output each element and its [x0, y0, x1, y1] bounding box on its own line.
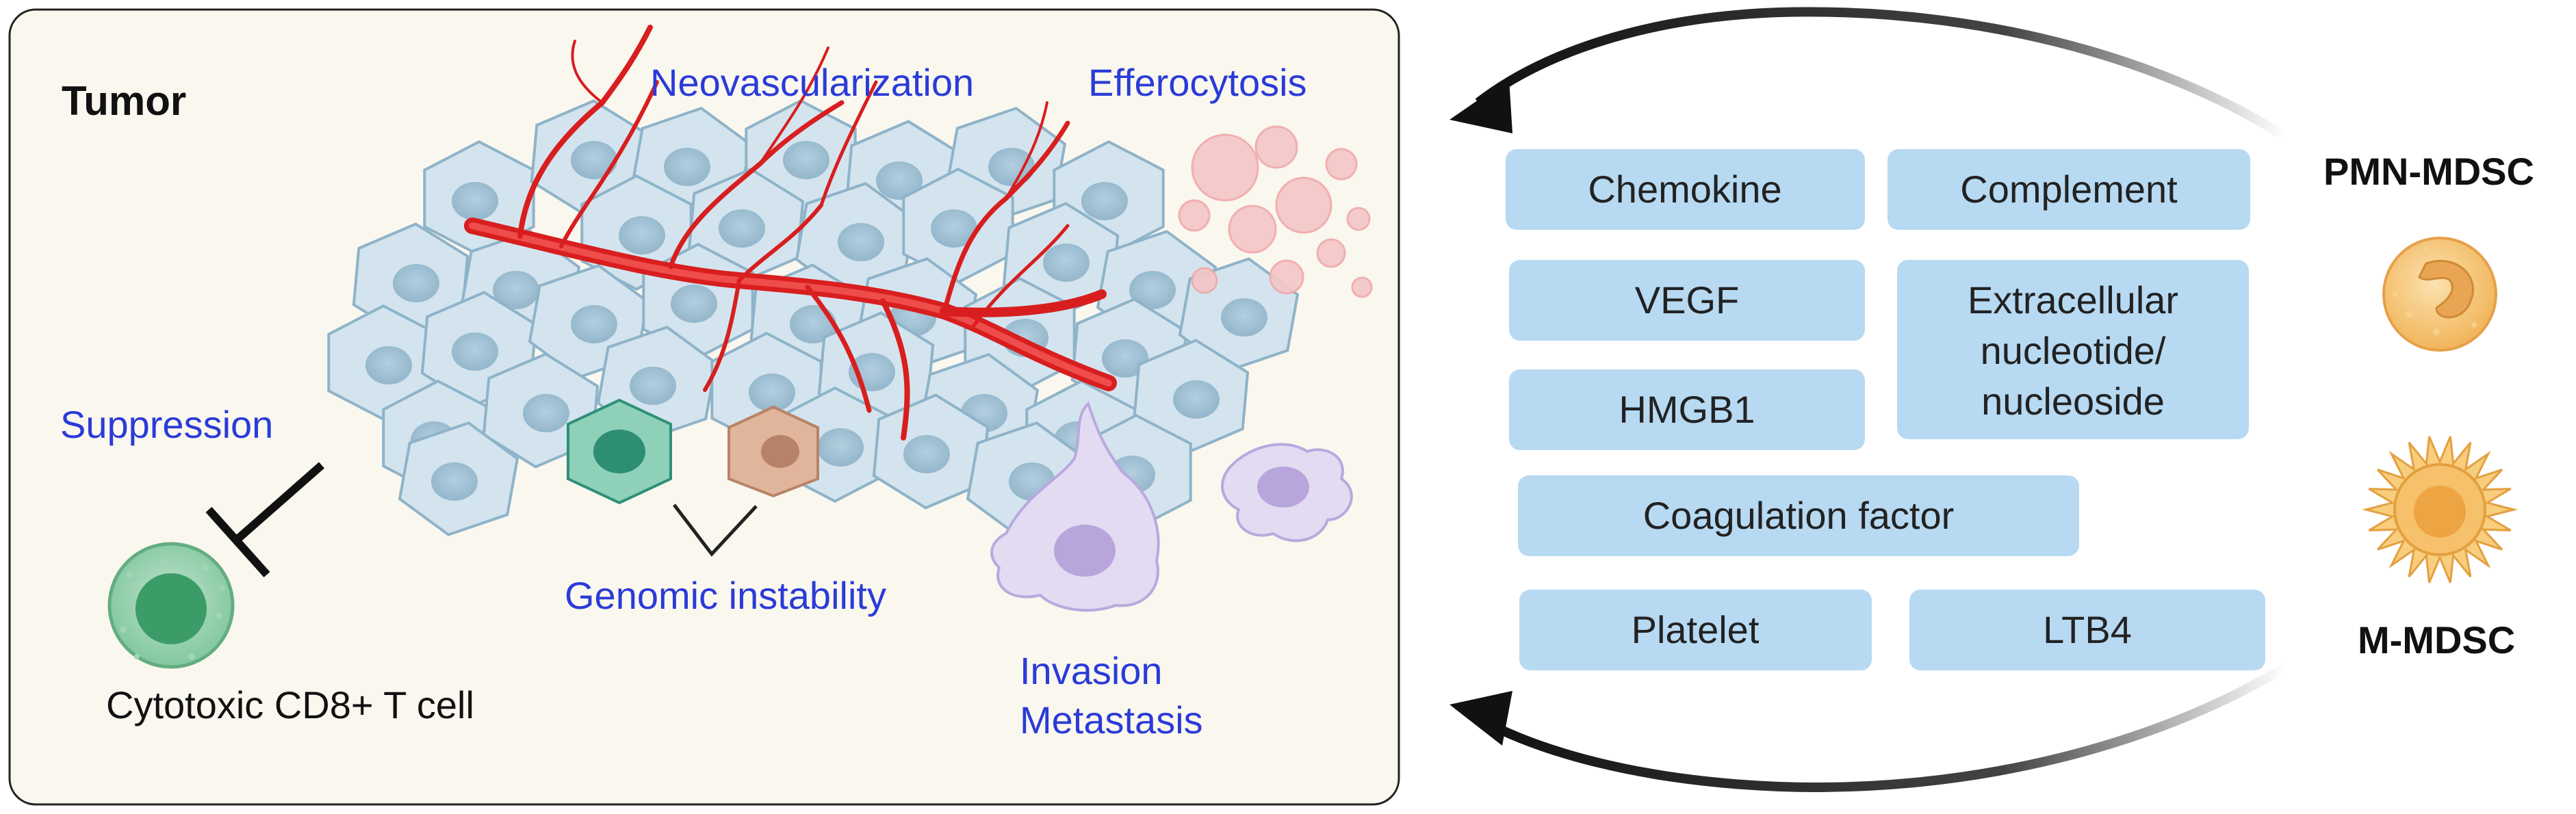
tumor-cell-nucleus	[1221, 298, 1267, 337]
factor-box-coagulation	[1518, 475, 2079, 556]
factor-complement: Complement	[1960, 168, 2178, 211]
genomic-instability-pointer	[673, 503, 758, 557]
factor-platelet: Platelet	[1632, 608, 1760, 651]
factor-box-vegf	[1509, 260, 1865, 341]
tumor-cell-nucleus	[431, 462, 478, 501]
tumor-cell-nucleus	[931, 209, 977, 248]
factor-hmgb1: HMGB1	[1619, 388, 1755, 431]
label-pmn-mdsc: PMN-MDSC	[2323, 150, 2534, 193]
mutated-cell-brown	[727, 405, 819, 498]
tumor-cell-nucleus	[1173, 380, 1220, 419]
factor-extracellular-line3: nucleoside	[1981, 380, 2165, 423]
tumor-cell-nucleus	[452, 182, 498, 220]
tumor-cell-nucleus	[1102, 339, 1148, 378]
label-efferocytosis: Efferocytosis	[1088, 61, 1307, 104]
factor-box-ltb4	[1909, 590, 2265, 670]
tumor-cell-nucleus	[988, 148, 1035, 186]
factor-vegf: VEGF	[1635, 278, 1739, 321]
label-invasion: Invasion	[1020, 649, 1163, 692]
factor-extracellular-line1: Extracellular	[1968, 278, 2178, 321]
pmn-mdsc-cell-icon	[2382, 237, 2497, 352]
label-m-mdsc: M-MDSC	[2358, 618, 2515, 661]
factor-box-hmgb1	[1509, 369, 1865, 450]
factor-box-platelet	[1519, 590, 1872, 670]
factor-box-extracellular	[1897, 260, 2249, 439]
tumor-cell-nucleus	[838, 223, 884, 261]
tumor-cell-nucleus	[1129, 271, 1176, 309]
label-neovascularization: Neovascularization	[650, 61, 974, 104]
inhibition-icon	[205, 462, 324, 578]
apoptotic-debris	[1178, 125, 1373, 298]
factor-ltb4: LTB4	[2043, 608, 2132, 651]
tumor-cell-nucleus	[571, 305, 617, 343]
tumor-cell-nucleus	[903, 435, 950, 473]
blood-vessels	[464, 25, 1117, 441]
tumor-cell-nucleus	[523, 394, 569, 432]
tumor-cell-nucleus	[749, 373, 795, 412]
tumor-cell-nucleus	[365, 346, 412, 384]
label-metastasis: Metastasis	[1020, 698, 1203, 741]
tumor-cell-nucleus	[1081, 182, 1128, 220]
factor-box-complement	[1888, 149, 2250, 230]
label-t-cell: Cytotoxic CD8+ T cell	[106, 683, 474, 726]
tumor-cell-nucleus	[571, 141, 617, 179]
tumor-cell-nucleus	[493, 271, 539, 309]
tumor-cell-nucleus	[619, 216, 665, 254]
factor-coagulation: Coagulation factor	[1643, 494, 1955, 537]
factor-chemokine: Chemokine	[1588, 168, 1781, 211]
invading-cells	[990, 401, 1353, 612]
tumor-cell-nucleus	[876, 161, 923, 200]
arrow-icon-bottom	[1450, 663, 2289, 792]
m-mdsc-cell-icon	[2362, 436, 2518, 583]
tumor-cell-nucleus	[790, 305, 836, 343]
tumor-cell-nucleus	[664, 148, 710, 186]
tumor-title: Tumor	[62, 78, 186, 124]
tumor-cell-nucleus	[393, 264, 439, 302]
tumor-cell-nucleus	[719, 209, 765, 248]
tumor-cell-nucleus	[452, 332, 498, 371]
tumor-cell-nucleus	[630, 367, 676, 405]
label-genomic-instability: Genomic instability	[565, 574, 886, 617]
mutated-cell-green	[567, 398, 672, 505]
tumor-cell-nucleus	[671, 285, 717, 323]
factor-boxes	[1506, 149, 2265, 670]
t-cell-icon	[107, 542, 235, 669]
factor-extracellular-line2: nucleotide/	[1981, 329, 2166, 372]
arrow-icon-top	[1450, 7, 2289, 141]
tumor-cell-nucleus	[783, 141, 829, 179]
tumor-cell-nucleus	[817, 428, 864, 467]
tumor-cell-nucleus	[1043, 244, 1090, 282]
factor-box-chemokine	[1506, 149, 1865, 230]
label-suppression: Suppression	[60, 403, 273, 446]
